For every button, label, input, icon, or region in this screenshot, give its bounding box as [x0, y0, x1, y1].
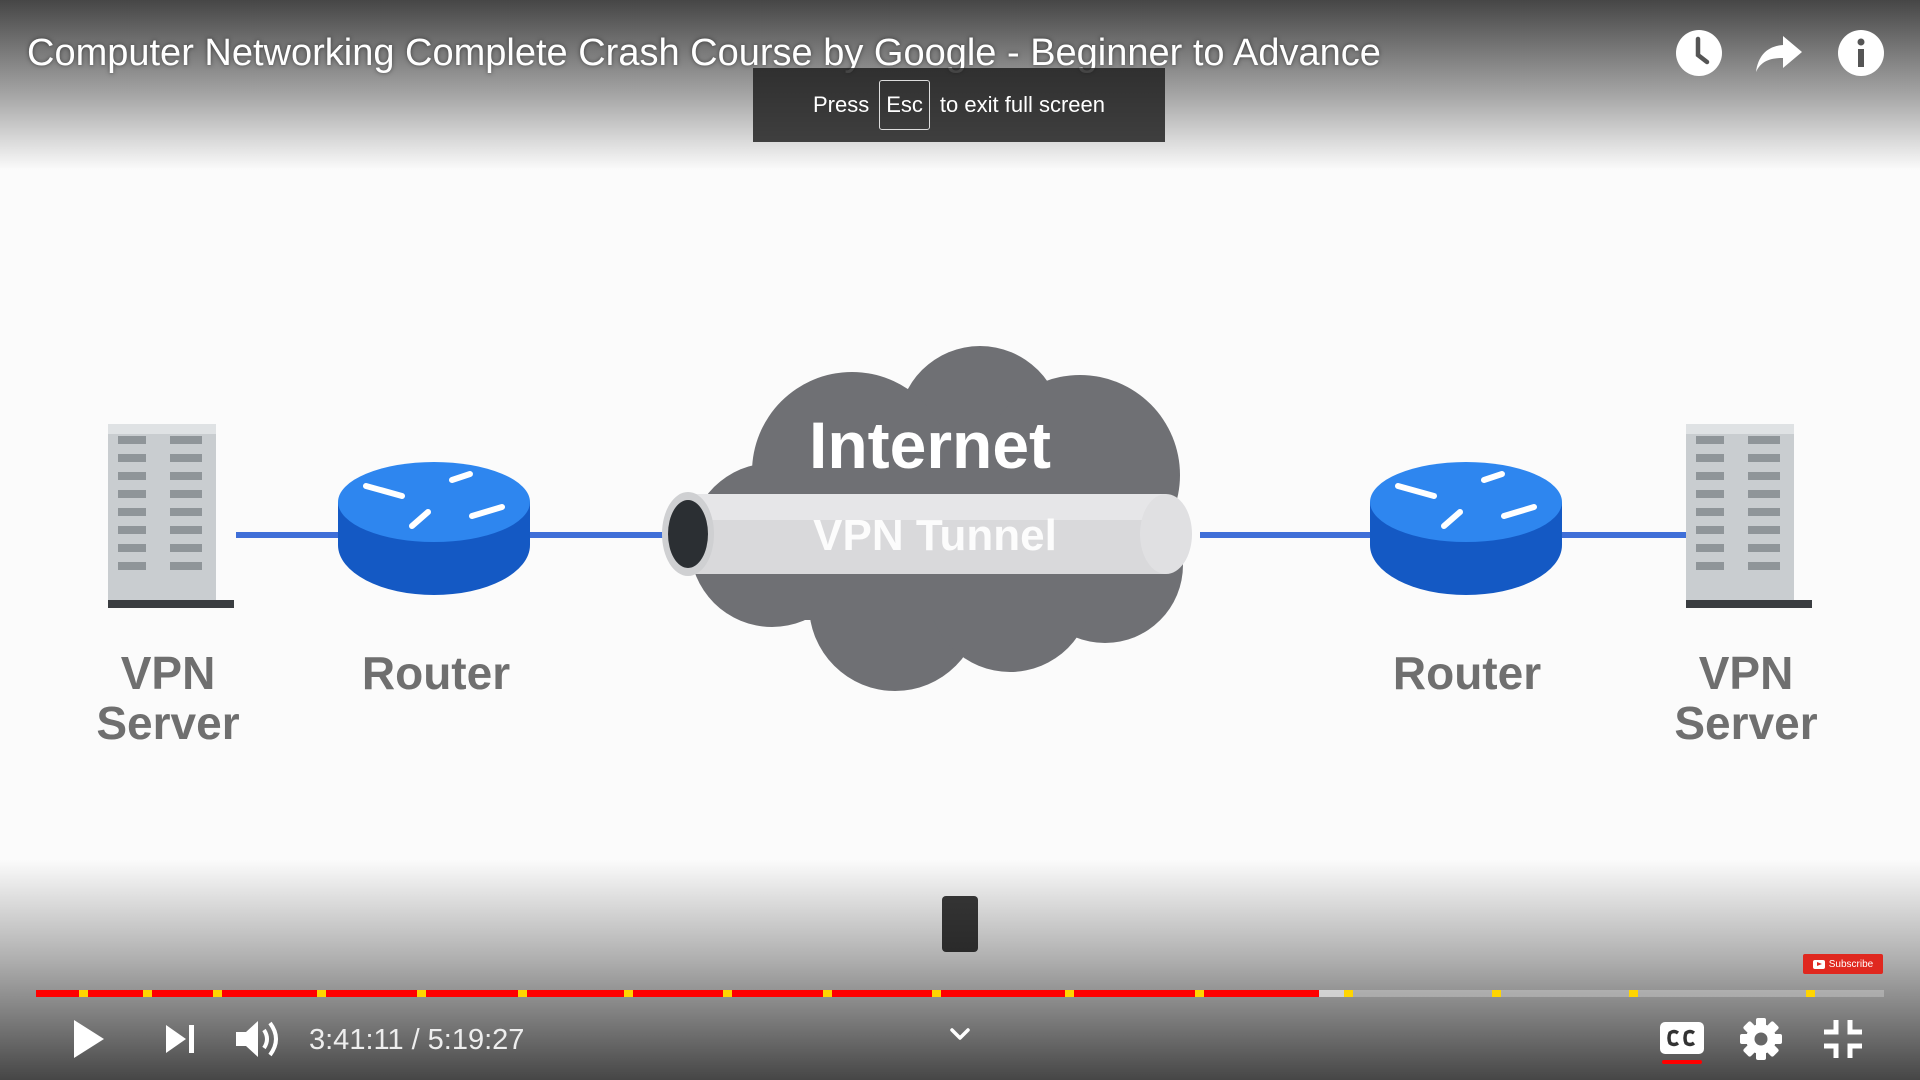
chapter-marker: [1806, 990, 1816, 997]
server-right: [1686, 424, 1812, 608]
time-display: 3:41:11/5:19:27: [309, 1022, 524, 1058]
chapter-marker: [623, 990, 633, 997]
esc-key-badge: Esc: [879, 80, 930, 130]
chapter-marker: [1194, 990, 1204, 997]
chapter-marker: [932, 990, 942, 997]
bottom-gradient: [0, 860, 1920, 1080]
vpn-server-right-label: VPN Server: [1656, 648, 1836, 748]
chapter-marker: [1065, 990, 1075, 997]
exit-fullscreen-button[interactable]: [1820, 1016, 1866, 1067]
vpn-server-right-line2: Server: [1674, 697, 1818, 749]
vpn-tunnel-label: VPN Tunnel: [813, 511, 1057, 560]
watch-later-button[interactable]: [1674, 28, 1724, 78]
next-button[interactable]: [160, 1018, 200, 1065]
chapter-marker: [143, 990, 153, 997]
chapter-marker: [1344, 990, 1354, 997]
exit-fullscreen-icon: [1824, 1020, 1862, 1058]
skip-next-icon: [166, 1025, 194, 1053]
vpn-server-left-label: VPN Server: [78, 648, 258, 748]
subscribe-label: Subscribe: [1828, 958, 1874, 970]
toast-suffix: to exit full screen: [939, 92, 1105, 117]
chevron-down-icon: [950, 1028, 970, 1040]
chapter-marker: [1628, 990, 1638, 997]
progress-bar[interactable]: [36, 990, 1884, 997]
play-button[interactable]: [64, 1014, 110, 1069]
duration: 5:19:27: [427, 1024, 525, 1056]
info-icon: [1838, 30, 1884, 76]
gear-icon: [1740, 1018, 1782, 1060]
server-left: [108, 424, 234, 608]
chapter-marker: [1492, 990, 1502, 997]
clock-icon: [1676, 30, 1722, 76]
vpn-tunnel: [662, 492, 1192, 576]
subscribe-watermark[interactable]: Subscribe: [1803, 954, 1883, 974]
current-time: 3:41:11: [309, 1024, 404, 1056]
router-right-label: Router: [1392, 647, 1542, 699]
captions-active-indicator: [1662, 1060, 1702, 1064]
chapter-marker: [823, 990, 833, 997]
closed-captions-icon: [1660, 1022, 1704, 1054]
chapter-marker: [316, 990, 326, 997]
exit-fullscreen-toast: Press Esc to exit full screen: [753, 68, 1165, 142]
video-title[interactable]: Computer Networking Complete Crash Cours…: [27, 32, 1381, 74]
volume-icon: [236, 1021, 278, 1057]
time-separator: /: [411, 1024, 420, 1056]
chapter-marker: [78, 990, 88, 997]
vpn-server-left-line2: Server: [96, 697, 240, 749]
play-icon: [74, 1020, 104, 1058]
mute-button[interactable]: [232, 1014, 284, 1069]
chapter-marker: [416, 990, 426, 997]
captions-button[interactable]: [1658, 1018, 1706, 1063]
vpn-server-left-line1: VPN: [120, 647, 216, 699]
chapter-marker: [723, 990, 733, 997]
progress-played: [36, 990, 1319, 997]
vpn-server-right-line1: VPN: [1698, 647, 1794, 699]
internet-label: Internet: [808, 408, 1052, 482]
info-button[interactable]: [1836, 28, 1886, 78]
chapter-marker: [518, 990, 528, 997]
toast-prefix: Press: [812, 92, 870, 117]
settings-button[interactable]: [1738, 1016, 1784, 1067]
router-left-label: Router: [361, 647, 511, 699]
chapter-marker: [213, 990, 223, 997]
youtube-logo-icon: [1812, 959, 1825, 969]
router-right: [1370, 462, 1562, 595]
share-button[interactable]: [1754, 28, 1804, 78]
router-left: [338, 462, 530, 595]
share-arrow-icon: [1756, 36, 1802, 72]
chapter-expand-button[interactable]: [944, 1020, 976, 1055]
